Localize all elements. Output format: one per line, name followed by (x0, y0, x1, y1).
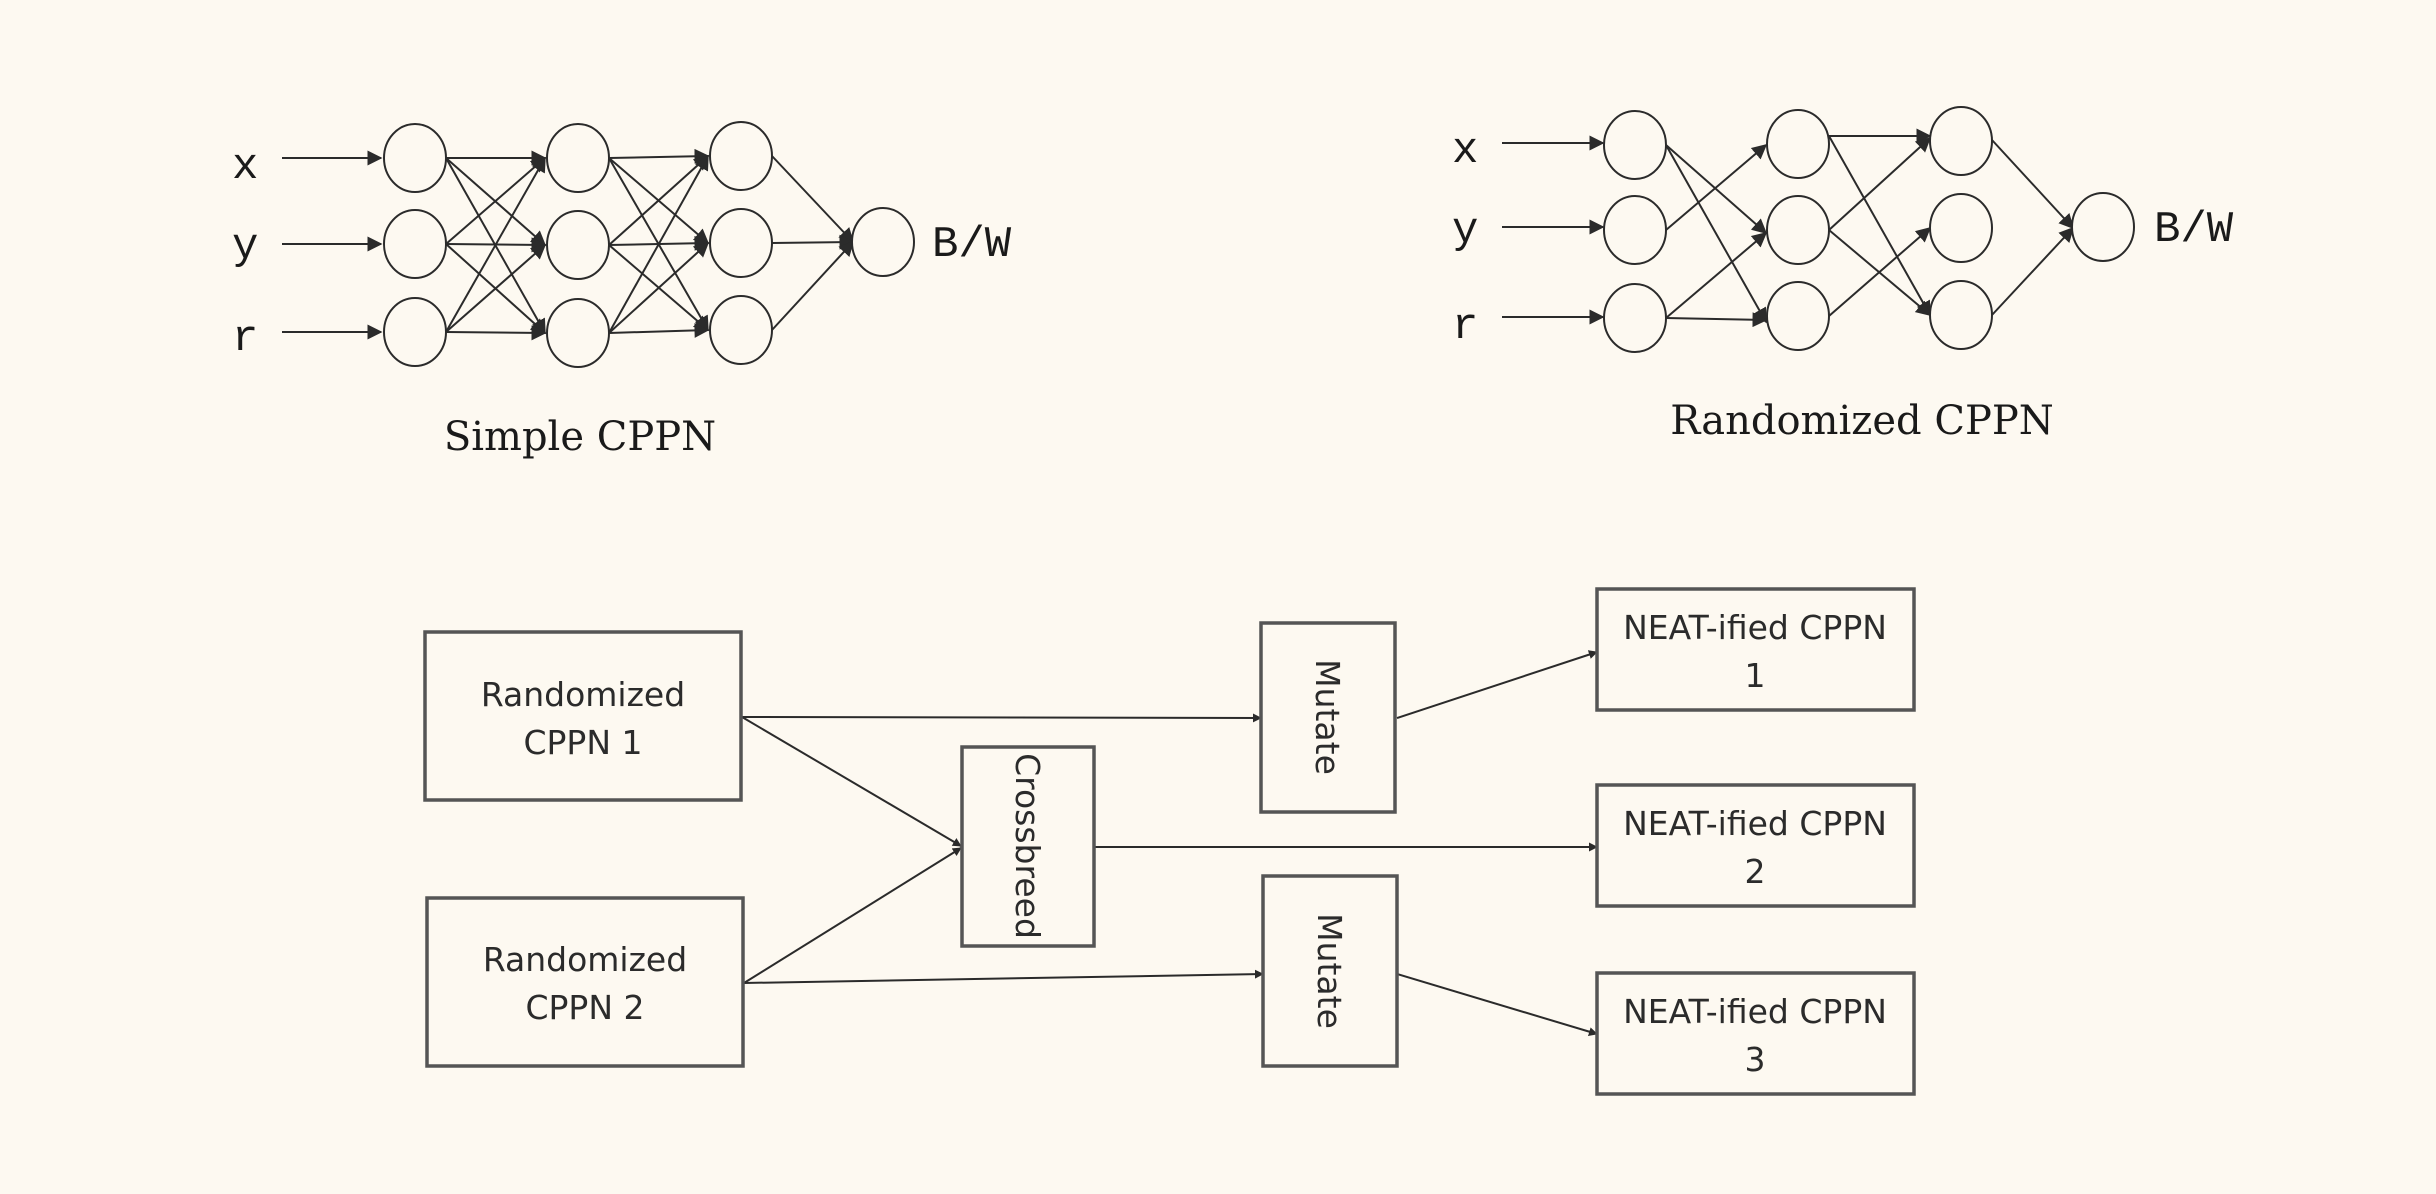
box-outline (425, 896, 745, 1068)
simple-edge (771, 155, 855, 244)
random-node-l3 (1929, 280, 1993, 350)
simple-edge (771, 234, 855, 250)
simple-input-r-label: r (232, 314, 258, 364)
random-edge (1665, 144, 1768, 234)
simple-edge (445, 156, 546, 333)
simple-node-l1 (383, 123, 447, 193)
flow-arrow (741, 713, 1262, 723)
simple-node-l1 (383, 297, 447, 367)
box-outline (1595, 587, 1916, 712)
random-node-l2 (1766, 195, 1830, 265)
simple-edge (608, 154, 709, 334)
crossbreed-label: Crossbreed (1008, 753, 1047, 939)
box-label-line2: 1 (1745, 656, 1766, 695)
random-edge (1991, 226, 2075, 316)
simple-node-l1 (383, 209, 447, 279)
random-output-node (2071, 192, 2135, 262)
box-label-line1: NEAT-ified CPPN (1623, 992, 1887, 1031)
simple-edges-layer3-output (771, 155, 855, 331)
simple-cppn-title: Simple CPPN (444, 414, 716, 460)
flow-arrow (741, 716, 962, 847)
simple-input-y-label: y (232, 222, 258, 272)
random-edge (1665, 232, 1768, 319)
box-label-line1: Randomized (481, 675, 685, 714)
random-edge (1828, 227, 1932, 317)
neatified-cppn-1-box: NEAT-ified CPPN 1 (1595, 587, 1916, 712)
random-node-l2 (1766, 281, 1830, 351)
simple-cppn-network: x y r (232, 121, 1012, 460)
neat-pipeline: Randomized CPPN 1 Randomized CPPN 2 Cros… (423, 587, 1916, 1096)
simple-node-l3 (709, 121, 773, 191)
random-input-x-label: x (1452, 126, 1478, 176)
mutate-label: Mutate (1308, 659, 1347, 775)
box-label-line2: 2 (1745, 852, 1766, 891)
neatified-cppn-2-box: NEAT-ified CPPN 2 (1595, 783, 1916, 908)
random-edges-layer1-layer2 (1665, 144, 1768, 328)
simple-edge (445, 325, 547, 341)
random-node-l2 (1766, 109, 1830, 179)
random-node-l1 (1603, 195, 1667, 265)
box-outline (1259, 621, 1397, 814)
random-edge (1828, 135, 1931, 317)
random-edge (1665, 144, 1767, 324)
mutate-box-2: Mutate (1261, 874, 1399, 1068)
simple-input-x-label: x (232, 142, 258, 192)
random-node-l1 (1603, 110, 1667, 180)
simple-edges-layer1-layer2 (445, 150, 547, 341)
flow-arrow (743, 847, 962, 984)
simple-edge (608, 154, 710, 246)
flow-arrow (1396, 650, 1598, 719)
flow-arrow (1396, 973, 1598, 1036)
randomized-cppn-network: x y r (1452, 106, 2234, 444)
box-label-line1: NEAT-ified CPPN (1623, 804, 1887, 843)
box-outline (960, 745, 1096, 948)
random-node-l3 (1929, 106, 1993, 176)
random-input-y-label: y (1452, 206, 1478, 256)
simple-node-l2 (546, 123, 610, 193)
random-edge (1665, 144, 1768, 231)
simple-edge (445, 157, 547, 245)
box-label-line1: Randomized (483, 940, 687, 979)
simple-node-l2 (546, 210, 610, 280)
neatified-cppn-3-box: NEAT-ified CPPN 3 (1595, 971, 1916, 1096)
randomized-cppn-1-box: Randomized CPPN 1 (423, 630, 743, 802)
flow-arrow (743, 969, 1264, 984)
random-edge (1991, 139, 2075, 230)
simple-edge (608, 322, 710, 338)
simple-node-l3 (709, 295, 773, 365)
simple-node-l2 (546, 298, 610, 368)
crossbreed-box: Crossbreed (960, 745, 1096, 948)
random-edges-layer3-output (1991, 139, 2075, 316)
simple-edges-layer2-layer3 (608, 148, 710, 338)
simple-output-label: B/W (932, 220, 1012, 270)
box-label-line1: NEAT-ified CPPN (1623, 608, 1887, 647)
randomized-cppn-2-box: Randomized CPPN 2 (425, 896, 745, 1068)
mutate-label: Mutate (1310, 913, 1349, 1029)
random-output-label: B/W (2154, 205, 2234, 255)
simple-output-node (851, 207, 915, 277)
random-edge (1828, 136, 1932, 231)
box-label-line2: CPPN 1 (523, 723, 642, 762)
simple-edge (445, 244, 547, 333)
box-outline (1261, 874, 1399, 1068)
random-node-l1 (1603, 283, 1667, 353)
simple-edge (608, 148, 710, 164)
simple-edge (608, 241, 710, 334)
random-input-r-label: r (1452, 302, 1478, 352)
box-outline (1595, 783, 1916, 908)
box-outline (1595, 971, 1916, 1096)
random-node-l3 (1929, 193, 1993, 263)
simple-node-l3 (709, 208, 773, 278)
randomized-cppn-title: Randomized CPPN (1670, 398, 2054, 444)
random-edge (1665, 312, 1768, 328)
box-outline (423, 630, 743, 802)
box-label-line2: CPPN 2 (525, 988, 644, 1027)
random-edges-layer2-layer3 (1828, 128, 1932, 317)
simple-edge (771, 240, 855, 331)
box-label-line2: 3 (1745, 1040, 1766, 1079)
mutate-box-1: Mutate (1259, 621, 1397, 814)
